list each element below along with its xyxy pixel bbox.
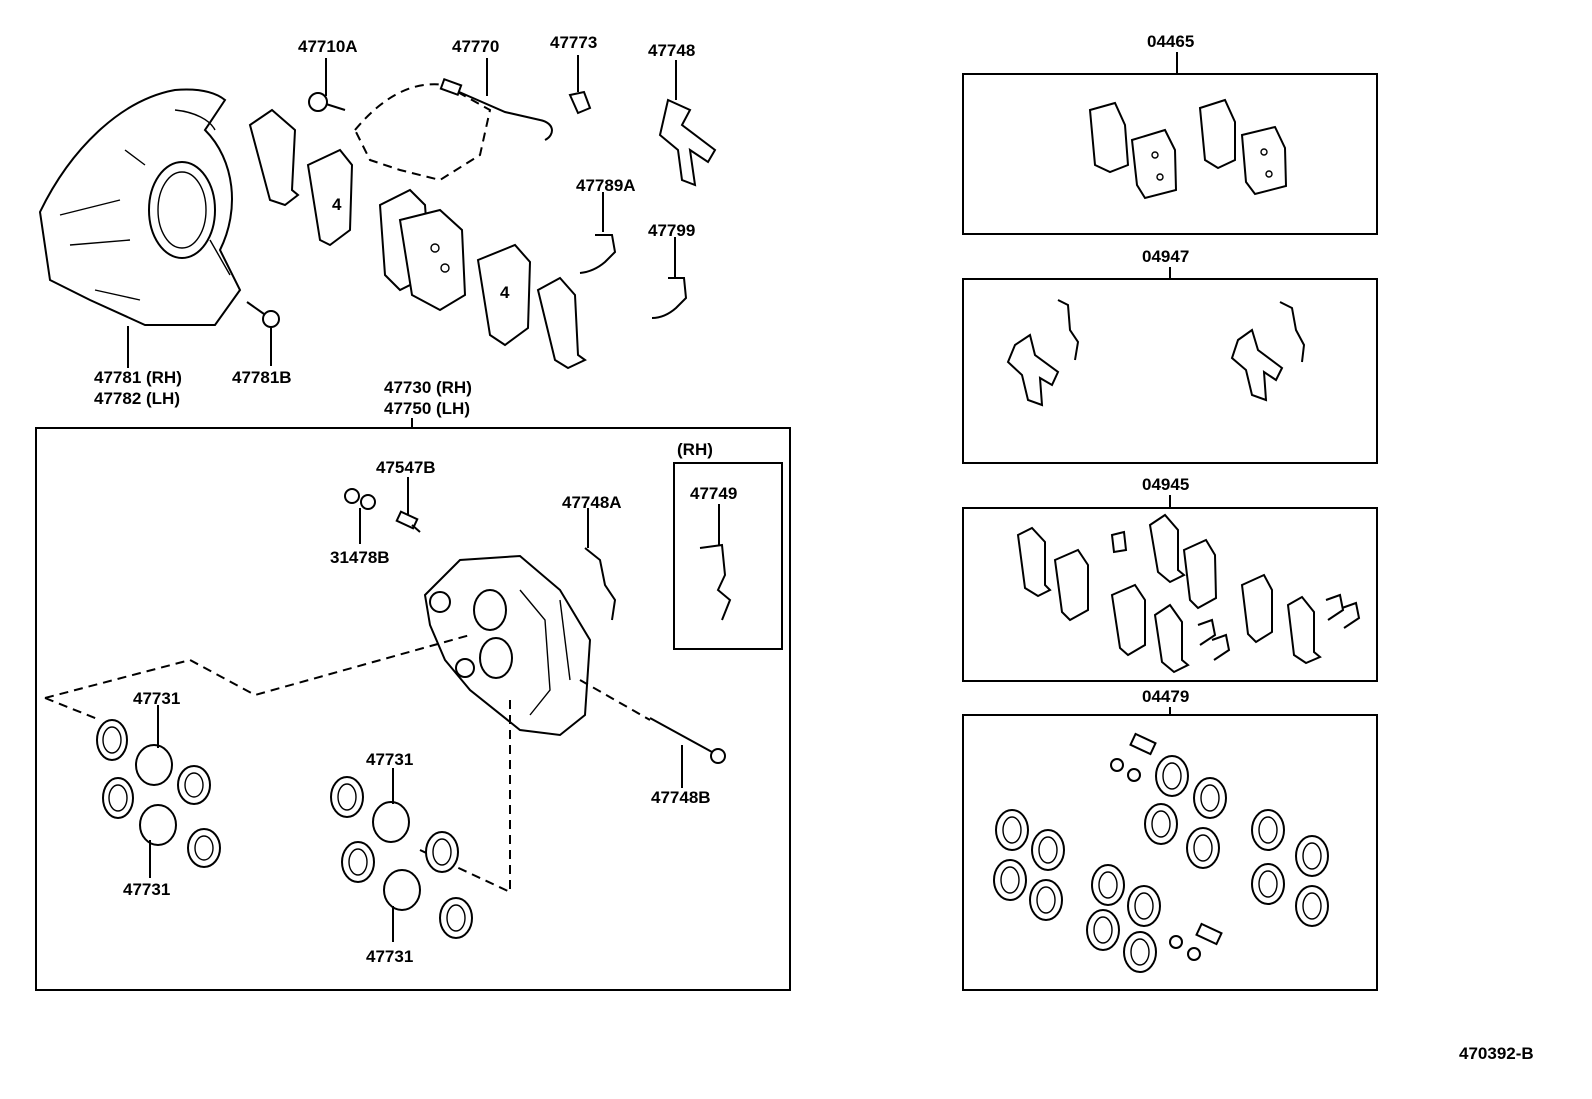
anti-squeal-shim-part: [248, 108, 300, 207]
kit-label-04945: 04945: [1142, 475, 1189, 494]
brake-pad-set-part: [378, 188, 467, 312]
caliper-assembly-box: [35, 427, 791, 991]
flexible-hose-47770-part: [439, 58, 553, 141]
label-47749: 47749: [690, 484, 737, 503]
label-31478b: 31478B: [330, 548, 390, 567]
spring-47789a-part: [579, 192, 617, 274]
pad-kit-04465-parts: [1088, 98, 1288, 200]
kit-box-04479: [962, 714, 1378, 991]
piston-seal-group-center: [330, 776, 473, 939]
label-47731-lower-left: 47731: [123, 880, 170, 899]
pad-retainer-47748a-part: [584, 508, 617, 621]
anti-squeal-shim-outer-part: [536, 276, 587, 370]
label-47748a: 47748A: [562, 493, 622, 512]
kit-box-04465: [962, 73, 1378, 235]
anti-squeal-shim-inner-part: 4: [306, 148, 354, 247]
bolt-47781b-part: [246, 301, 280, 366]
label-47731-lower-center: 47731: [366, 947, 413, 966]
svg-text:4: 4: [500, 283, 510, 302]
label-47770: 47770: [452, 37, 499, 56]
label-47731-upper-center: 47731: [366, 750, 413, 769]
label-47782-lh: 47782 (LH): [94, 389, 180, 408]
kit-box-04947: [962, 278, 1378, 464]
pad-pin-47748b-part: [649, 717, 726, 788]
label-47710a: 47710A: [298, 37, 358, 56]
bleeder-plug-part: [344, 477, 421, 544]
label-47547b: 47547B: [376, 458, 436, 477]
label-47748: 47748: [648, 41, 695, 60]
kit-label-04479: 04479: [1142, 687, 1189, 706]
shim-kit-04945-parts: [1016, 513, 1361, 674]
kit-label-04947: 04947: [1142, 247, 1189, 266]
label-47731-upper-left: 47731: [133, 689, 180, 708]
seal-kit-04479-parts: [993, 732, 1329, 973]
kit-label-04465: 04465: [1147, 32, 1194, 51]
label-rh: (RH): [677, 440, 713, 459]
kit-box-04945: [962, 507, 1378, 682]
dust-cover-part: [38, 88, 242, 326]
label-47781b: 47781B: [232, 368, 292, 387]
pad-support-plate-47748-part: [658, 60, 717, 187]
svg-text:4: 4: [332, 195, 342, 214]
support-plate-kit-04947-parts: [1006, 299, 1306, 407]
label-47730-rh: 47730 (RH): [384, 378, 472, 397]
spring-47749-part: [699, 504, 732, 621]
label-47789a: 47789A: [576, 176, 636, 195]
anti-squeal-shim-lower-part: 4: [476, 243, 532, 347]
rh-sub-box: [673, 462, 783, 650]
label-47750-lh: 47750 (LH): [384, 399, 470, 418]
clip-47773-part: [568, 55, 592, 115]
label-47748b: 47748B: [651, 788, 711, 807]
bolt-47710a-part: [308, 58, 346, 112]
piston-seal-group-left: [96, 719, 221, 868]
spring-47799-part: [651, 237, 688, 319]
label-47799: 47799: [648, 221, 695, 240]
label-47781-rh: 47781 (RH): [94, 368, 182, 387]
figure-id: 470392-B: [1459, 1044, 1534, 1063]
caliper-body-part: [423, 554, 592, 737]
label-47773: 47773: [550, 33, 597, 52]
